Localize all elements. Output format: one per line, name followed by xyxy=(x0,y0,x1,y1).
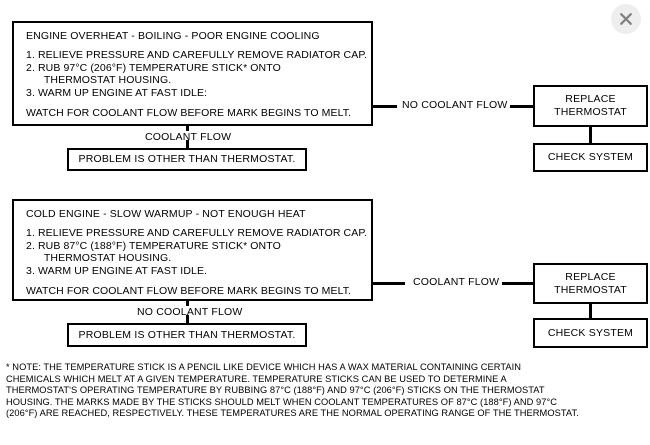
overheat-replace-to-check-connector xyxy=(589,126,592,144)
overheat-right-branch-label: NO COOLANT FLOW xyxy=(399,99,511,111)
cold-replace-line-1: REPLACE xyxy=(565,270,616,283)
overheat-replace-line-2: THERMOSTAT xyxy=(554,106,627,118)
cold-step-2: 2. RUB 87°C (188°F) TEMPERATURE STICK* O… xyxy=(26,239,281,252)
overheat-instruction-panel: ENGINE OVERHEAT - BOILING - POOR ENGINE … xyxy=(12,21,373,126)
footnote-line-3: THERMOSTAT'S OPERATING TEMPERATURE BY RU… xyxy=(6,385,545,396)
overheat-step-1: 1. RELIEVE PRESSURE AND CAREFULLY REMOVE… xyxy=(26,49,368,61)
footnote-line-5: (206°F) ARE REACHED, RESPECTIVELY. THESE… xyxy=(6,408,579,419)
cold-right-branch-label: COOLANT FLOW xyxy=(410,276,503,288)
cold-panel-heading: COLD ENGINE - SLOW WARMUP - NOT ENOUGH H… xyxy=(26,208,306,220)
cold-step-list: 1. RELIEVE PRESSURE AND CAREFULLY REMOVE… xyxy=(26,227,368,277)
footnote-line-1: * NOTE: THE TEMPERATURE STICK IS A PENCI… xyxy=(6,362,522,372)
cold-replace-line-2: THERMOSTAT xyxy=(554,283,627,296)
cold-check-system-box: CHECK SYSTEM xyxy=(533,318,648,348)
overheat-problem-label: PROBLEM IS OTHER THAN THERMOSTAT. xyxy=(78,153,296,165)
footnote-line-4: HOUSING. THE MARKS MADE BY THE STICKS SH… xyxy=(6,396,558,407)
cold-instruction-panel: COLD ENGINE - SLOW WARMUP - NOT ENOUGH H… xyxy=(12,199,373,301)
cold-down-connector-lower xyxy=(186,315,189,324)
cold-replace-to-check-connector xyxy=(589,303,592,319)
overheat-down-connector-lower xyxy=(186,140,189,149)
footnote-line-2: CHEMICALS WHICH MELT AT A GIVEN TEMPERAT… xyxy=(6,373,507,384)
overheat-down-branch-label: COOLANT FLOW xyxy=(142,131,235,143)
cold-panel-footer: WATCH FOR COOLANT FLOW BEFORE MARK BEGIN… xyxy=(26,285,352,298)
cold-right-connector-left xyxy=(373,282,405,285)
cold-problem-box: PROBLEM IS OTHER THAN THERMOSTAT. xyxy=(67,323,307,347)
cold-step-3: 3. WARM UP ENGINE AT FAST IDLE. xyxy=(26,264,208,277)
overheat-step-2-cont: THERMOSTAT HOUSING. xyxy=(26,74,172,87)
overheat-panel-footer: WATCH FOR COOLANT FLOW BEFORE MARK BEGIN… xyxy=(26,107,352,120)
cold-check-system-label: CHECK SYSTEM xyxy=(547,326,634,339)
cold-step-2-cont: THERMOSTAT HOUSING. xyxy=(26,252,172,265)
overheat-replace-thermostat-box: REPLACE THERMOSTAT xyxy=(533,85,648,127)
overheat-check-system-box: CHECK SYSTEM xyxy=(533,143,648,172)
close-button[interactable] xyxy=(611,4,641,34)
overheat-right-connector-right xyxy=(508,105,535,108)
cold-replace-thermostat-box: REPLACE THERMOSTAT xyxy=(533,263,648,304)
overheat-panel-heading: ENGINE OVERHEAT - BOILING - POOR ENGINE … xyxy=(26,30,320,42)
overheat-step-2: 2. RUB 97°C (206°F) TEMPERATURE STICK* O… xyxy=(26,61,281,74)
overheat-step-list: 1. RELIEVE PRESSURE AND CAREFULLY REMOVE… xyxy=(26,49,368,99)
close-icon xyxy=(620,13,632,25)
footnote: * NOTE: THE TEMPERATURE STICK IS A PENCI… xyxy=(6,362,646,420)
cold-right-connector-right xyxy=(496,282,535,285)
overheat-check-system-label: CHECK SYSTEM xyxy=(547,151,634,163)
cold-down-branch-label: NO COOLANT FLOW xyxy=(134,306,246,318)
cold-step-1: 1. RELIEVE PRESSURE AND CAREFULLY REMOVE… xyxy=(26,227,368,239)
overheat-replace-line-1: REPLACE xyxy=(565,93,616,105)
overheat-right-connector-left xyxy=(373,105,397,108)
overheat-step-3: 3. WARM UP ENGINE AT FAST IDLE: xyxy=(26,86,208,99)
cold-problem-label: PROBLEM IS OTHER THAN THERMOSTAT. xyxy=(78,328,296,341)
overheat-problem-box: PROBLEM IS OTHER THAN THERMOSTAT. xyxy=(67,148,307,171)
